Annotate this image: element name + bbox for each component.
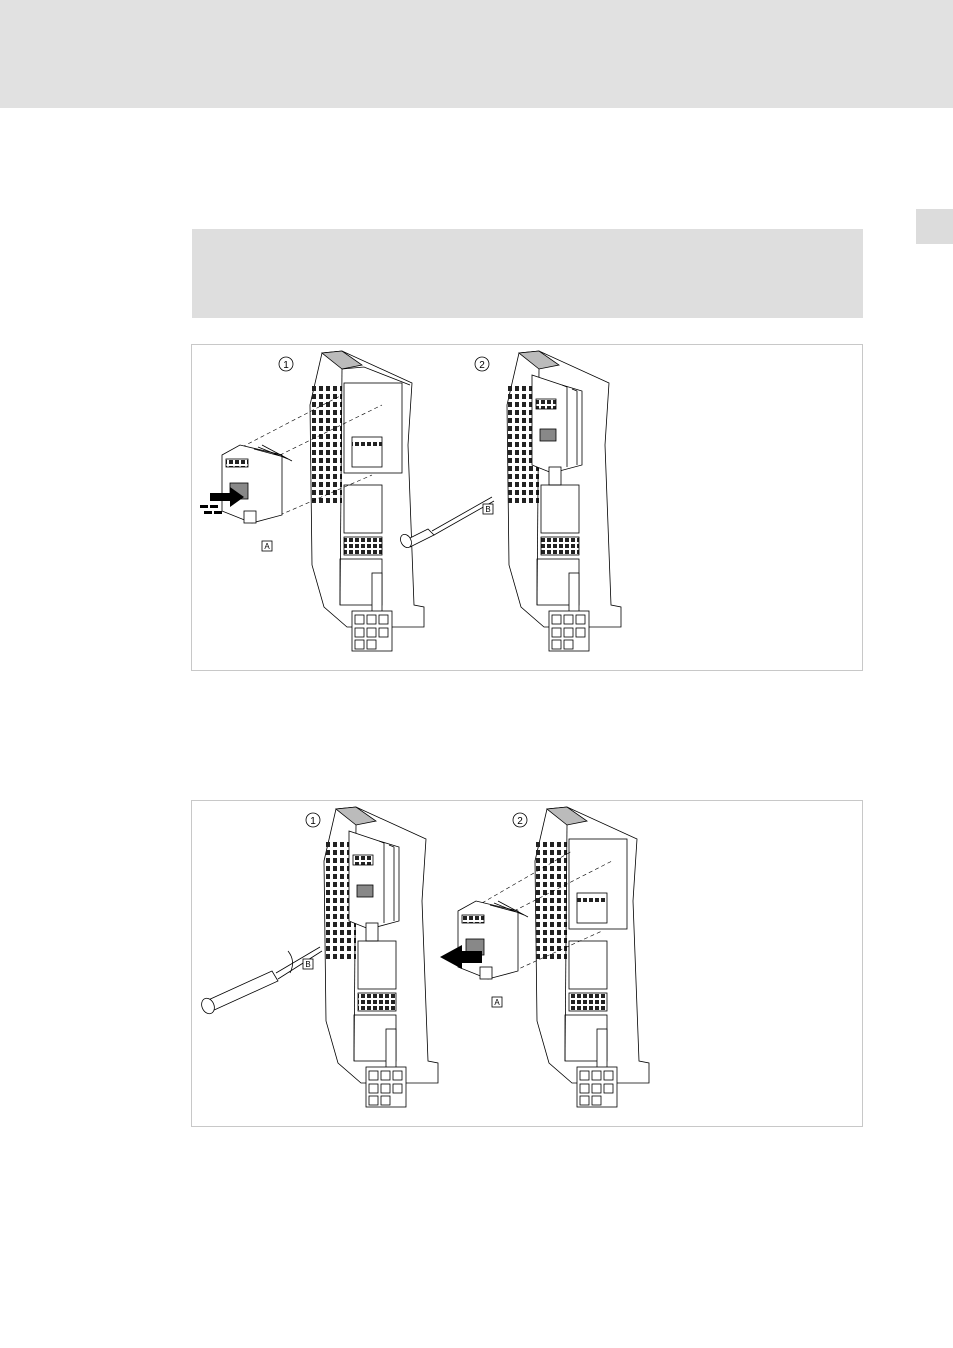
plugin-module-A — [222, 445, 292, 523]
note-box — [192, 229, 863, 318]
drive-unit-step-2 — [535, 807, 649, 1107]
removal-illustration: 1 2 B — [192, 801, 864, 1128]
plugin-module-A — [458, 901, 528, 979]
label-A: A — [264, 542, 270, 551]
label-A: A — [494, 998, 500, 1007]
step-1-marker: 1 — [306, 813, 320, 827]
step-1-marker: 1 — [279, 357, 293, 371]
drive-unit-step-1 — [324, 807, 438, 1107]
svg-text:1: 1 — [283, 360, 289, 371]
step-2-marker: 2 — [475, 357, 489, 371]
drive-unit-step-2 — [507, 351, 621, 651]
drive-unit-step-1 — [310, 351, 424, 651]
label-B: B — [305, 960, 310, 969]
installation-illustration: 1 2 A — [192, 345, 864, 672]
figure-installation: 1 2 A — [191, 344, 863, 671]
step-2-marker: 2 — [513, 813, 527, 827]
svg-text:1: 1 — [310, 816, 316, 827]
svg-text:2: 2 — [479, 360, 485, 371]
figure-removal: 1 2 B — [191, 800, 863, 1127]
screwdriver-icon — [398, 497, 494, 550]
label-B: B — [485, 505, 490, 514]
page-header-band — [0, 0, 953, 108]
screwdriver-icon — [199, 947, 322, 1016]
chapter-side-tab — [916, 209, 953, 244]
svg-text:2: 2 — [517, 816, 523, 827]
